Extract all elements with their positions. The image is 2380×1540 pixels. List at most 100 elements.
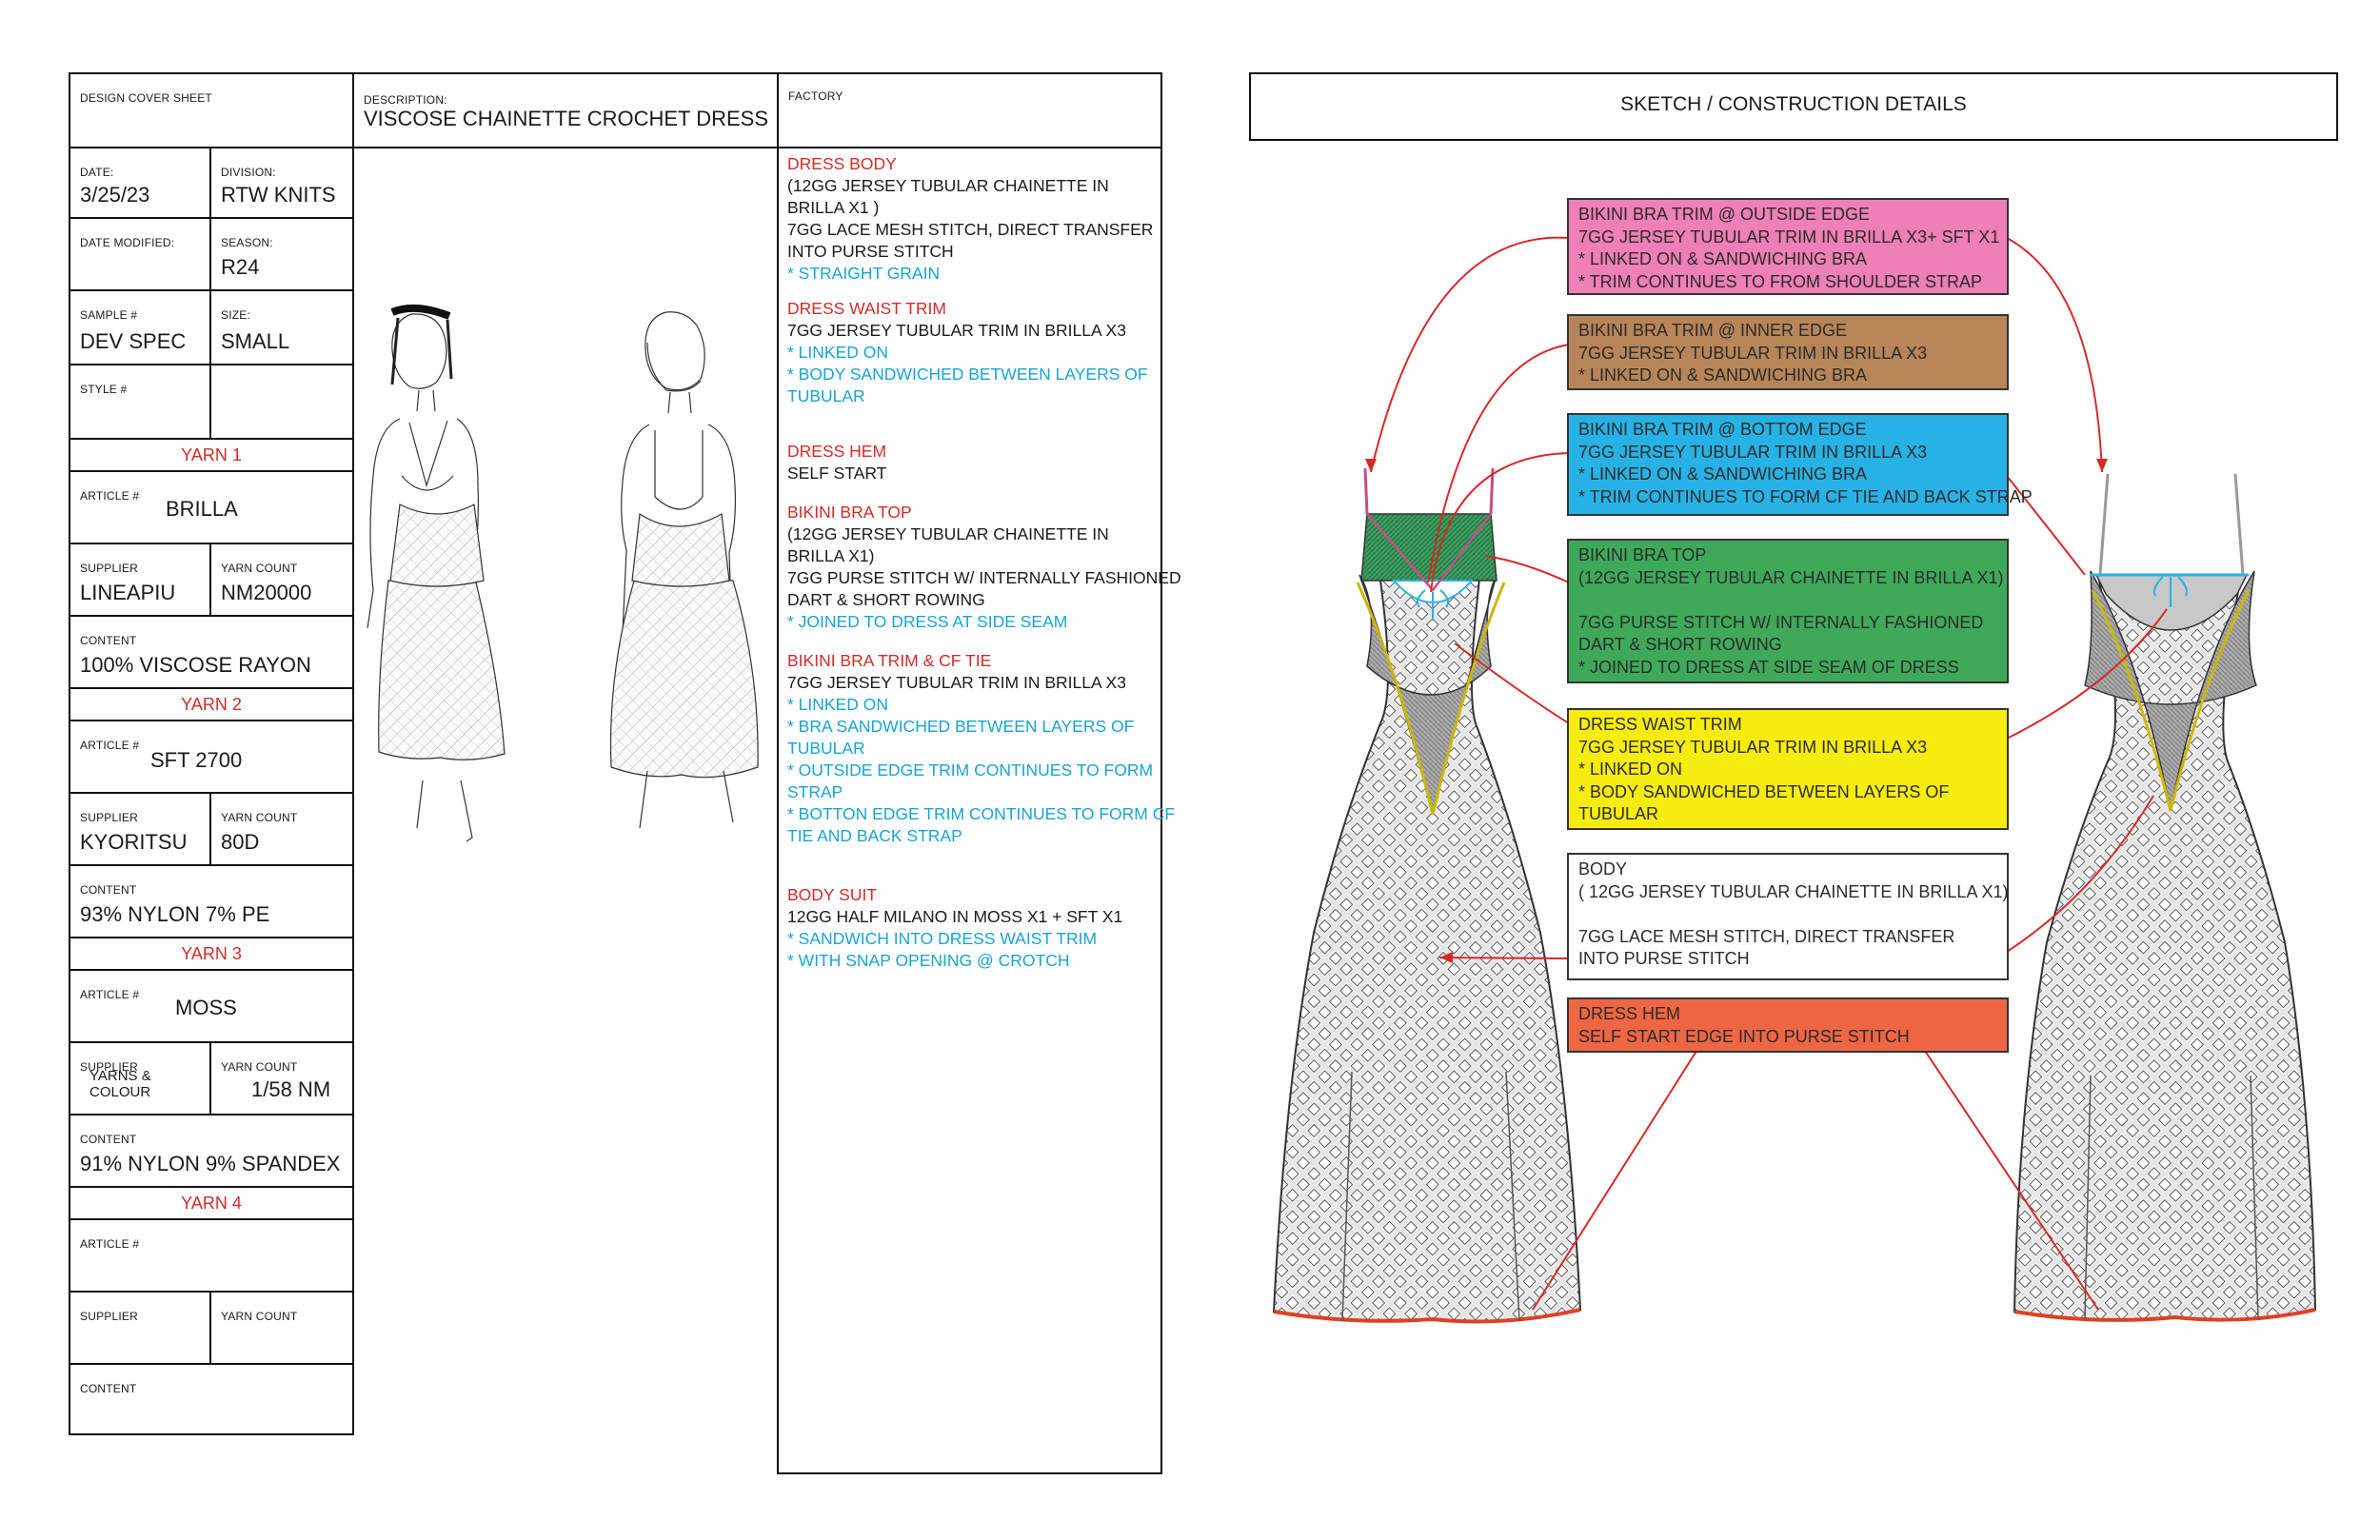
callout-line: * LINKED ON & SANDWICHING BRA [1578, 365, 1868, 385]
division-label: DIVISION: [221, 166, 276, 179]
yarn-1-content-value: 100% VISCOSE RAYON [80, 653, 311, 677]
yarn-1-count-value: NM20000 [221, 581, 312, 604]
callout-line: 7GG LACE MESH STITCH, DIRECT TRANSFER [1578, 926, 1955, 946]
note-line: * LINKED ON [787, 695, 888, 714]
yarn-2-article-cell: ARTICLE # SFT 2700 [69, 720, 354, 794]
size-label: SIZE: [221, 308, 251, 322]
note-line: BODY SUIT [787, 885, 878, 904]
callout-bottom-edge-trim: BIKINI BRA TRIM @ BOTTOM EDGE 7GG JERSEY… [1567, 413, 2033, 516]
callout-line: BIKINI BRA TRIM @ INNER EDGE [1578, 321, 1847, 340]
note-line: * JOINED TO DRESS AT SIDE SEAM [787, 612, 1068, 631]
yarn-1-header: YARN 1 [69, 438, 354, 472]
factory-notes-cell [777, 147, 1162, 1474]
note-line: * STRAIGHT GRAIN [787, 264, 941, 283]
callout-line: * LINKED ON [1578, 760, 1683, 779]
yarn-1-article-cell: ARTICLE # BRILLA [69, 470, 354, 544]
division-cell: DIVISION: RTW KNITS [209, 147, 354, 219]
yarn-3-supplier-label: SUPPLIER [80, 1060, 138, 1074]
yarn-1-supplier-cell: SUPPLIER LINEAPIU [69, 543, 211, 617]
callout-line: 7GG JERSEY TUBULAR TRIM IN BRILLA X3 [1578, 343, 1928, 363]
yarn-2-supplier-value: KYORITSU [80, 830, 188, 854]
note-line: BRILLA X1) [787, 546, 875, 565]
callout-line: * LINKED ON & SANDWICHING BRA [1578, 464, 1868, 484]
back-dress-flat [2013, 473, 2317, 1322]
yarn-2-supplier-label: SUPPLIER [80, 811, 138, 824]
callout-line: 7GG PURSE STITCH W/ INTERNALLY FASHIONED [1578, 612, 1984, 632]
yarn-2-article-value: SFT 2700 [150, 748, 243, 772]
callout-body: BODY ( 12GG JERSEY TUBULAR CHAINETTE IN … [1567, 853, 2009, 980]
callout-line: * TRIM CONTINUES TO FORM CF TIE AND BACK… [1578, 486, 2033, 506]
callout-line: (12GG JERSEY TUBULAR CHAINETTE IN BRILLA… [1578, 567, 2004, 587]
callout-inner-edge-trim: BIKINI BRA TRIM @ INNER EDGE 7GG JERSEY … [1567, 314, 2009, 390]
yarn-4-article-cell: ARTICLE # [69, 1218, 354, 1293]
description-value: VISCOSE CHAINETTE CROCHET DRESS [364, 107, 768, 130]
note-line: * BOTTON EDGE TRIM CONTINUES TO FORM CF [787, 804, 1176, 823]
yarn-3-header: YARN 3 [69, 937, 354, 971]
yarn-3-article-cell: ARTICLE # MOSS [69, 969, 354, 1043]
note-line: DRESS BODY [787, 154, 897, 173]
yarn-2-content-label: CONTENT [80, 883, 137, 897]
yarn-4-count-label: YARN COUNT [221, 1310, 298, 1323]
size-cell: SIZE: SMALL [209, 289, 354, 365]
callout-line: ( 12GG JERSEY TUBULAR CHAINETTE IN BRILL… [1578, 881, 2009, 901]
yarn-1-supplier-value: LINEAPIU [80, 581, 176, 604]
callout-line: BIKINI BRA TRIM @ BOTTOM EDGE [1578, 420, 1867, 439]
note-line: STRAP [787, 782, 843, 801]
yarn-1-count-label: YARN COUNT [221, 562, 298, 575]
yarn-4-header: YARN 4 [69, 1186, 354, 1220]
sample-label: SAMPLE # [80, 308, 138, 322]
style-cell: STYLE # [69, 364, 211, 440]
note-line: * BODY SANDWICHED BETWEEN LAYERS OF [787, 365, 1148, 384]
yarn-4-count-cell: YARN COUNT [209, 1291, 354, 1365]
note-line: (12GG JERSEY TUBULAR CHAINETTE IN [787, 524, 1109, 543]
callout-dress-waist-trim: DRESS WAIST TRIM 7GG JERSEY TUBULAR TRIM… [1567, 708, 2009, 830]
yarn-2-article-label: ARTICLE # [80, 739, 140, 752]
style-value-cell [209, 364, 354, 440]
yarn-1-content-cell: CONTENT 100% VISCOSE RAYON [69, 615, 354, 689]
callout-line: BODY [1578, 859, 1628, 879]
yarn-3-count-cell: YARN COUNT 1/58 NM [209, 1041, 354, 1116]
yarn-2-content-value: 93% NYLON 7% PE [80, 902, 270, 926]
date-modified-label: DATE MODIFIED: [80, 236, 175, 249]
yarn-2-count-value: 80D [221, 830, 260, 854]
yarn-4-title: YARN 4 [181, 1194, 242, 1213]
callout-line: * JOINED TO DRESS AT SIDE SEAM OF DRESS [1578, 657, 1959, 677]
callout-line [1578, 589, 1997, 612]
yarn-3-count-value: 1/58 NM [251, 1077, 331, 1101]
note-line: 12GG HALF MILANO IN MOSS X1 + SFT X1 [787, 907, 1123, 926]
sample-value: DEV SPEC [80, 329, 187, 353]
note-line: DART & SHORT ROWING [787, 590, 985, 609]
callout-bikini-bra-top: BIKINI BRA TOP (12GG JERSEY TUBULAR CHAI… [1567, 539, 2009, 683]
style-label: STYLE # [80, 383, 128, 396]
note-line: INTO PURSE STITCH [787, 242, 954, 261]
yarn-1-supplier-label: SUPPLIER [80, 562, 138, 575]
yarn-3-content-cell: CONTENT 91% NYLON 9% SPANDEX [69, 1114, 354, 1188]
division-value: RTW KNITS [221, 183, 336, 207]
yarn-4-content-cell: CONTENT [69, 1363, 354, 1435]
yarn-3-content-value: 91% NYLON 9% SPANDEX [80, 1152, 341, 1175]
season-value: R24 [221, 255, 260, 279]
yarn-4-content-label: CONTENT [80, 1382, 137, 1395]
yarn-2-content-cell: CONTENT 93% NYLON 7% PE [69, 864, 354, 938]
sketch-title-box: SKETCH / CONSTRUCTION DETAILS [1249, 72, 2338, 141]
size-value: SMALL [221, 329, 290, 353]
note-line: 7GG PURSE STITCH W/ INTERNALLY FASHIONED [787, 568, 1181, 587]
callout-line: INTO PURSE STITCH [1578, 949, 1750, 968]
note-line: 7GG JERSEY TUBULAR TRIM IN BRILLA X3 [787, 673, 1126, 692]
note-line: 7GG JERSEY TUBULAR TRIM IN BRILLA X3 [787, 321, 1126, 340]
sample-cell: SAMPLE # DEV SPEC [69, 289, 211, 365]
description-label: DESCRIPTION: [364, 93, 447, 107]
note-line: * LINKED ON [787, 343, 888, 362]
yarn-4-article-label: ARTICLE # [80, 1237, 140, 1251]
yarn-3-supplier-value: YARNS & COLOUR [89, 1068, 151, 1100]
note-line: TUBULAR [787, 739, 865, 758]
yarn-2-count-label: YARN COUNT [221, 811, 298, 824]
date-label: DATE: [80, 166, 114, 179]
season-label: SEASON: [221, 236, 273, 249]
yarn-3-content-label: CONTENT [80, 1133, 137, 1146]
season-cell: SEASON: R24 [209, 217, 354, 291]
yarn-2-supplier-cell: SUPPLIER KYORITSU [69, 792, 211, 866]
yarn-2-header: YARN 2 [69, 687, 354, 721]
